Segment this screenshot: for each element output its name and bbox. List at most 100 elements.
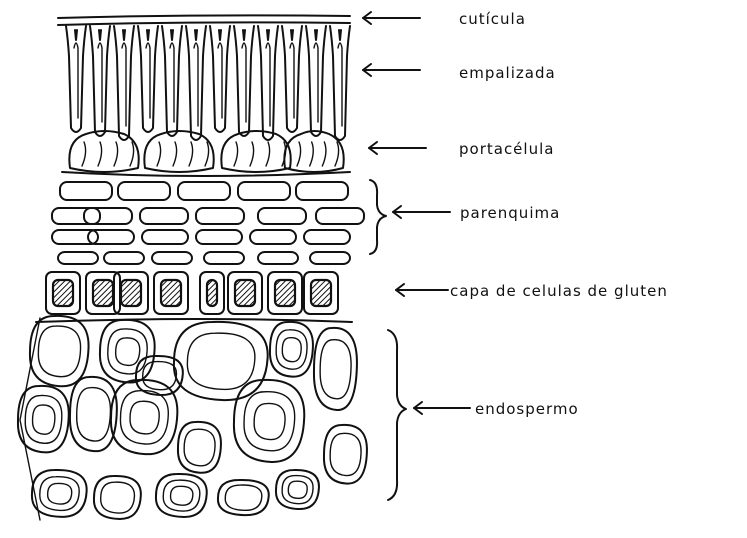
palisade-cell bbox=[282, 26, 302, 132]
parenchyma-cell bbox=[118, 182, 170, 200]
endosperm-cell-ring bbox=[184, 429, 215, 466]
palisade-layer bbox=[66, 26, 350, 140]
endosperm-cell-ring bbox=[116, 338, 140, 366]
palisade-cell-lumen bbox=[146, 43, 150, 118]
carrier-cell-wall-line bbox=[130, 142, 134, 166]
carrier-cell bbox=[144, 131, 213, 172]
gluten-cell-nucleus bbox=[53, 280, 73, 306]
carrier-cell-wall-line bbox=[157, 142, 161, 166]
gluten-cell-nucleus bbox=[235, 280, 255, 306]
parenchyma-cell bbox=[196, 230, 242, 244]
endosperm-cell-ring bbox=[254, 403, 285, 439]
carrier-cell-wall-line bbox=[322, 142, 326, 166]
carrier-cell-wall-line bbox=[234, 142, 238, 166]
palisade-cell-tip bbox=[267, 30, 269, 40]
palisade-cell-tip bbox=[339, 30, 341, 40]
parenchyma-cell bbox=[304, 230, 350, 244]
palisade-cell-tip bbox=[147, 30, 149, 40]
parenchyma-cell bbox=[238, 182, 290, 200]
endosperm-cell-ring bbox=[25, 395, 62, 443]
palisade-cell-lumen bbox=[290, 43, 294, 118]
gluten-cell-nucleus bbox=[311, 280, 331, 306]
carrier-cell-wall-line bbox=[297, 142, 301, 166]
label-parenquima: parenquima bbox=[460, 204, 560, 222]
endosperm-cell-ring bbox=[225, 485, 262, 510]
palisade-cell bbox=[138, 26, 158, 132]
palisade-cell-tip bbox=[315, 30, 317, 40]
label-endospermo: endospermo bbox=[475, 400, 579, 418]
carrier-cell-layer bbox=[62, 131, 350, 176]
endosperm-cell-ring bbox=[38, 326, 80, 377]
label-cuticula: cutícula bbox=[459, 10, 526, 28]
parenchyma-cell bbox=[152, 252, 192, 264]
palisade-cell bbox=[66, 26, 86, 132]
endosperm-cell-ring bbox=[320, 340, 351, 399]
endosperm-cell-ring bbox=[48, 483, 72, 504]
palisade-cell-tip bbox=[291, 30, 293, 40]
carrier-cell-wall-line bbox=[205, 142, 209, 166]
carrier-cell-wall-line bbox=[310, 142, 314, 166]
arrow-empalizada bbox=[363, 64, 420, 76]
parenchyma-cell bbox=[258, 252, 298, 264]
carrier-cell-wall-line bbox=[82, 142, 86, 166]
palisade-cell-lumen bbox=[194, 43, 198, 126]
palisade-cell-lumen bbox=[314, 43, 318, 122]
parenchyma-cell bbox=[196, 208, 244, 224]
label-capa: capa de celulas de gluten bbox=[450, 282, 668, 300]
parenchyma-layer bbox=[52, 182, 364, 264]
gluten-cell-nucleus bbox=[93, 280, 113, 306]
palisade-cell-tip bbox=[123, 30, 125, 40]
endosperm-cell-ring bbox=[77, 388, 111, 441]
endosperm-brace bbox=[388, 330, 406, 500]
endosperm-cell-ring bbox=[33, 405, 55, 434]
palisade-cell-tip bbox=[243, 30, 245, 40]
endosperm-cell-ring bbox=[282, 338, 301, 362]
endosperm-cell-ring bbox=[163, 480, 200, 511]
endosperm-cell-ring bbox=[187, 333, 255, 389]
parenchyma-cell bbox=[60, 182, 112, 200]
endosperm-cell-ring bbox=[171, 486, 193, 505]
endosperm-cell-ring bbox=[101, 482, 135, 513]
label-empalizada: empalizada bbox=[459, 64, 556, 82]
arrow-portacelula bbox=[369, 142, 426, 154]
palisade-cell-lumen bbox=[218, 43, 222, 118]
parenchyma-cell bbox=[310, 252, 350, 264]
endosperm-cell-ring bbox=[282, 476, 313, 504]
carrier-cell bbox=[69, 131, 138, 172]
carrier-cell-wall-line bbox=[266, 142, 270, 166]
carrier-cell-wall-line bbox=[114, 142, 118, 166]
parenchyma-cell bbox=[316, 208, 364, 224]
parenchyma-cell bbox=[52, 208, 100, 224]
palisade-cell-tip bbox=[75, 30, 77, 40]
parenchyma-cell bbox=[250, 230, 296, 244]
endosperm-cell-ring bbox=[130, 401, 159, 434]
endosperm-layer bbox=[18, 316, 367, 520]
label-portacelula: portacélula bbox=[459, 140, 554, 158]
parenchyma-cell bbox=[296, 182, 348, 200]
carrier-cell-wall-line bbox=[98, 142, 102, 166]
carrier-cell-wall-line bbox=[250, 142, 254, 166]
palisade-cell-tip bbox=[219, 30, 221, 40]
endosperm-cell-ring bbox=[120, 391, 168, 444]
palisade-cell-lumen bbox=[122, 43, 126, 126]
parenchyma-cell bbox=[84, 208, 132, 224]
arrow-endospermo bbox=[414, 402, 470, 414]
gluten-cell-nucleus bbox=[161, 280, 181, 306]
gluten-cell-nucleus bbox=[275, 280, 295, 306]
carrier-cell-wall-line bbox=[173, 142, 177, 166]
palisade-cell-tip bbox=[195, 30, 197, 40]
arrow-capa bbox=[396, 284, 448, 296]
endosperm-cell-ring bbox=[330, 433, 361, 475]
palisade-cell-tip bbox=[171, 30, 173, 40]
parenchyma-brace bbox=[370, 180, 386, 254]
endosperm-top-boundary bbox=[36, 319, 352, 322]
endosperm-cell-ring bbox=[288, 481, 307, 498]
palisade-cell-tip bbox=[99, 30, 101, 40]
endosperm-cell-ring bbox=[244, 392, 295, 451]
carrier-cell bbox=[221, 131, 290, 172]
parenchyma-cell bbox=[142, 230, 188, 244]
palisade-cell-lumen bbox=[242, 43, 246, 122]
palisade-cell-lumen bbox=[74, 43, 78, 118]
parenchyma-cell bbox=[104, 252, 144, 264]
parenchyma-cell bbox=[140, 208, 188, 224]
